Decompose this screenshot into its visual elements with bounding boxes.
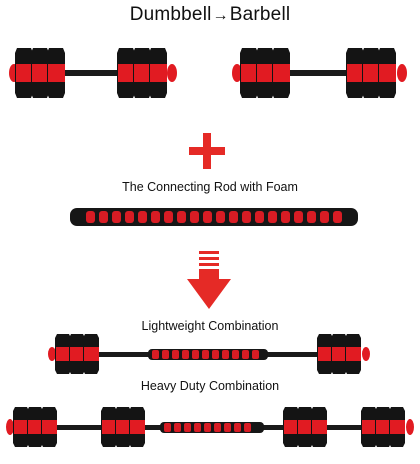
title-dumbbell: Dumbbell <box>129 4 212 25</box>
right-arrow-icon: → <box>212 7 229 24</box>
down-arrow-icon <box>187 251 231 309</box>
plus-icon <box>189 133 225 169</box>
caption-heavy-duty: Heavy Duty Combination <box>140 379 280 393</box>
dumbbell-right <box>232 48 407 98</box>
caption-connecting-rod: The Connecting Rod with Foam <box>122 180 298 194</box>
title-barbell: Barbell <box>229 4 291 25</box>
page-title: Dumbbell→Barbell <box>0 4 420 26</box>
dumbbell-left <box>9 48 177 98</box>
caption-lightweight: Lightweight Combination <box>141 319 279 333</box>
heavy-duty-barbell <box>6 407 414 447</box>
lightweight-barbell <box>48 334 370 374</box>
connecting-rod <box>70 208 358 226</box>
